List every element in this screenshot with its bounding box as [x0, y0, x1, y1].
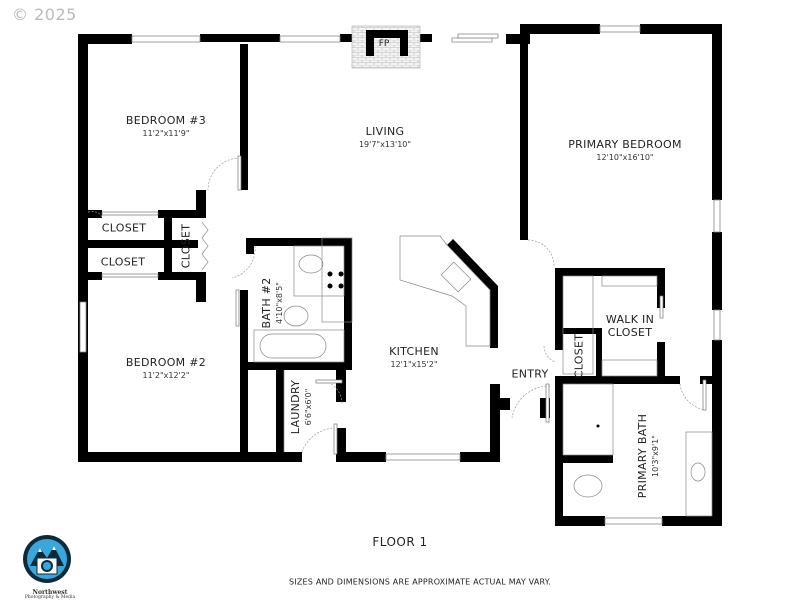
- room-laundry: LAUNDRY 6'6"x6'0": [289, 380, 313, 434]
- room-name: BEDROOM #2: [125, 356, 207, 369]
- room-name: CLOSET: [101, 221, 147, 235]
- room-bedroom-2: BEDROOM #2 11'2"x12'2": [126, 356, 206, 380]
- room-name: LAUNDRY: [289, 379, 302, 435]
- room-entry: ENTRY: [511, 368, 548, 381]
- room-dims: 12'1"x15'2": [390, 360, 438, 369]
- room-closet-d: CLOSET: [573, 334, 586, 379]
- room-bath-2: BATH #2 4'10"x8'5": [260, 277, 284, 328]
- room-name: CLOSET: [100, 255, 146, 269]
- room-closet-c: CLOSET: [180, 224, 193, 269]
- room-dims: 4'10"x8'5": [275, 282, 284, 324]
- room-name: LIVING: [365, 125, 405, 138]
- room-primary-bath: PRIMARY BATH 10'3"x9'1": [636, 414, 660, 499]
- copyright-text: © 2025: [12, 5, 77, 24]
- room-name: PRIMARY BEDROOM: [568, 138, 682, 151]
- room-dims: 12'10"x16'10": [596, 153, 654, 162]
- room-name: CLOSET: [572, 333, 586, 379]
- room-walk-in-closet: WALK IN CLOSET: [600, 313, 660, 339]
- logo-tagline: Photography & Media: [24, 595, 76, 600]
- company-logo-icon: [23, 535, 71, 583]
- room-kitchen: KITCHEN 12'1"x15'2": [389, 345, 439, 369]
- disclaimer-text: SIZES AND DIMENSIONS ARE APPROXIMATE ACT…: [289, 577, 551, 587]
- room-dims: 10'3"x9'1": [651, 435, 660, 477]
- room-dims: 11'2"x12'2": [142, 371, 190, 380]
- room-living: LIVING 19'7"x13'10": [359, 125, 411, 149]
- fireplace-label: FP: [378, 39, 390, 49]
- room-name: BEDROOM #3: [125, 114, 207, 127]
- room-closet-b: CLOSET: [101, 256, 146, 269]
- room-name: BATH #2: [260, 277, 273, 329]
- floor-label: FLOOR 1: [372, 535, 428, 549]
- room-dims: 11'2"x11'9": [142, 129, 190, 138]
- room-bedroom-3: BEDROOM #3 11'2"x11'9": [126, 114, 206, 138]
- room-name: CLOSET: [179, 223, 193, 269]
- room-name: ENTRY: [511, 367, 549, 381]
- room-name: WALK IN CLOSET: [605, 313, 655, 339]
- room-name: KITCHEN: [389, 345, 439, 358]
- room-primary-bedroom: PRIMARY BEDROOM 12'10"x16'10": [568, 138, 682, 162]
- logo-name: Northwest: [32, 589, 68, 596]
- room-dims: 6'6"x6'0": [304, 388, 313, 426]
- room-name: PRIMARY BATH: [636, 413, 649, 499]
- room-dims: 19'7"x13'10": [358, 140, 412, 149]
- room-closet-a: CLOSET: [102, 222, 147, 235]
